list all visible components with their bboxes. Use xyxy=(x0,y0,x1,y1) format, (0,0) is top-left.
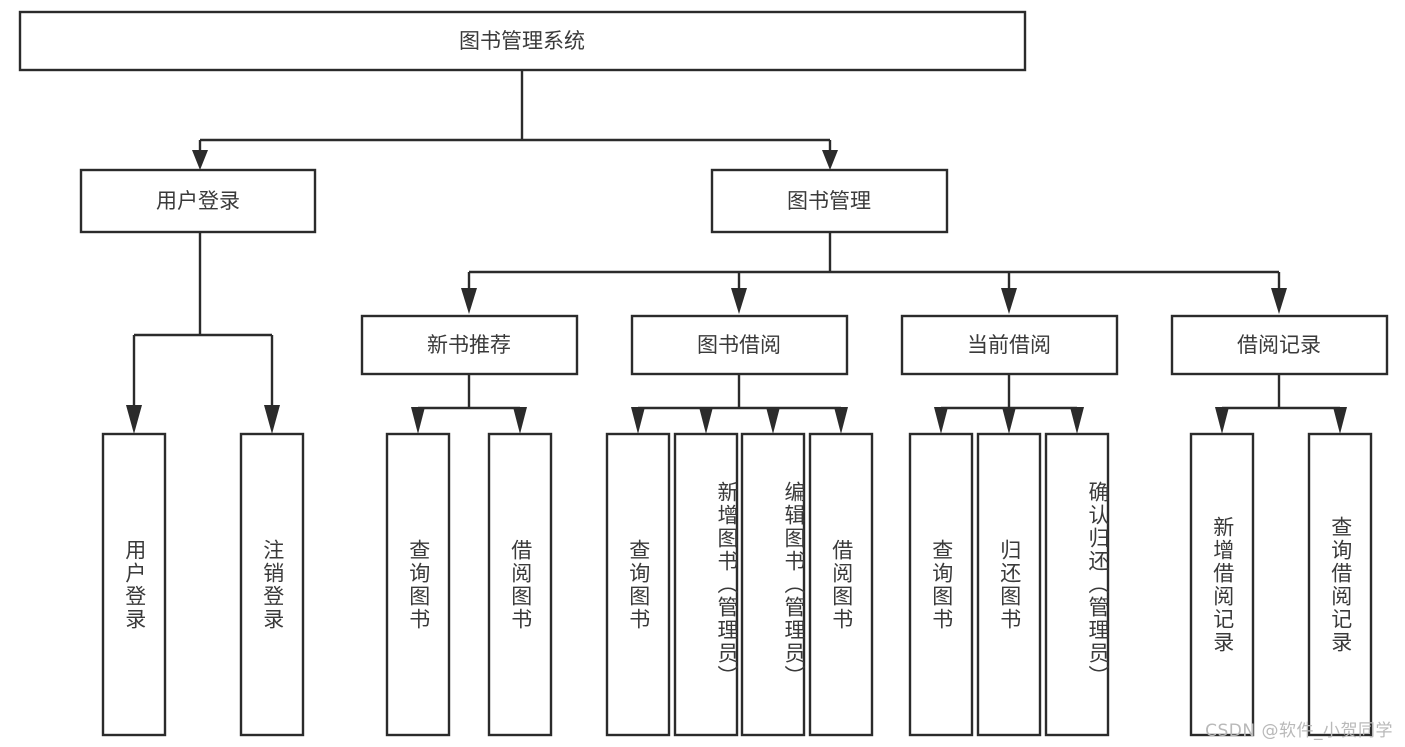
node-current-borrowing[interactable]: 当前借阅 xyxy=(900,314,1119,376)
leaf-box-current-borrow-3[interactable] xyxy=(1044,432,1110,737)
leaf-box-new-book-1[interactable] xyxy=(385,432,451,737)
node-root-label: 图书管理系统 xyxy=(459,29,585,53)
leaf-box-user-login-2[interactable] xyxy=(239,432,305,737)
edge-bookmgmt-to-level3 xyxy=(461,232,1287,314)
leaf-box-borrow-record-2[interactable] xyxy=(1307,432,1373,737)
node-borrowing-record-label: 借阅记录 xyxy=(1237,333,1321,357)
leaf-box-new-book-2[interactable] xyxy=(487,432,553,737)
edge-bookborrow-to-leaves xyxy=(631,374,848,434)
edge-currentborrow-to-leaves xyxy=(934,374,1084,434)
leaf-box-current-borrow-1[interactable] xyxy=(908,432,974,737)
node-new-book-recommendation-label: 新书推荐 xyxy=(427,333,511,357)
edge-root-to-level2 xyxy=(192,70,838,170)
node-user-login-label: 用户登录 xyxy=(156,189,240,213)
leaf-box-current-borrow-2[interactable] xyxy=(976,432,1042,737)
csdn-watermark: CSDN @软件_小贺同学 xyxy=(1205,721,1393,741)
node-book-borrowing[interactable]: 图书借阅 xyxy=(630,314,849,376)
node-borrowing-record[interactable]: 借阅记录 xyxy=(1170,314,1389,376)
edge-borrowrecord-to-leaves xyxy=(1215,374,1347,434)
leaf-box-book-borrow-4[interactable] xyxy=(808,432,874,737)
node-current-borrowing-label: 当前借阅 xyxy=(967,333,1051,357)
leaf-box-user-login-1[interactable] xyxy=(101,432,167,737)
edge-userlogin-to-leaves xyxy=(126,232,280,434)
node-book-management-label: 图书管理 xyxy=(787,189,871,213)
node-book-management[interactable]: 图书管理 xyxy=(710,168,949,234)
node-book-borrowing-label: 图书借阅 xyxy=(697,333,781,357)
node-new-book-recommendation[interactable]: 新书推荐 xyxy=(360,314,579,376)
edge-newbook-to-leaves xyxy=(411,374,527,434)
node-user-login[interactable]: 用户登录 xyxy=(79,168,317,234)
leaf-box-book-borrow-1[interactable] xyxy=(605,432,671,737)
leaf-box-book-borrow-2[interactable] xyxy=(673,432,739,737)
node-root-book-management-system[interactable]: 图书管理系统 xyxy=(18,10,1027,72)
leaf-box-borrow-record-1[interactable] xyxy=(1189,432,1255,737)
leaf-box-book-borrow-3[interactable] xyxy=(740,432,806,737)
